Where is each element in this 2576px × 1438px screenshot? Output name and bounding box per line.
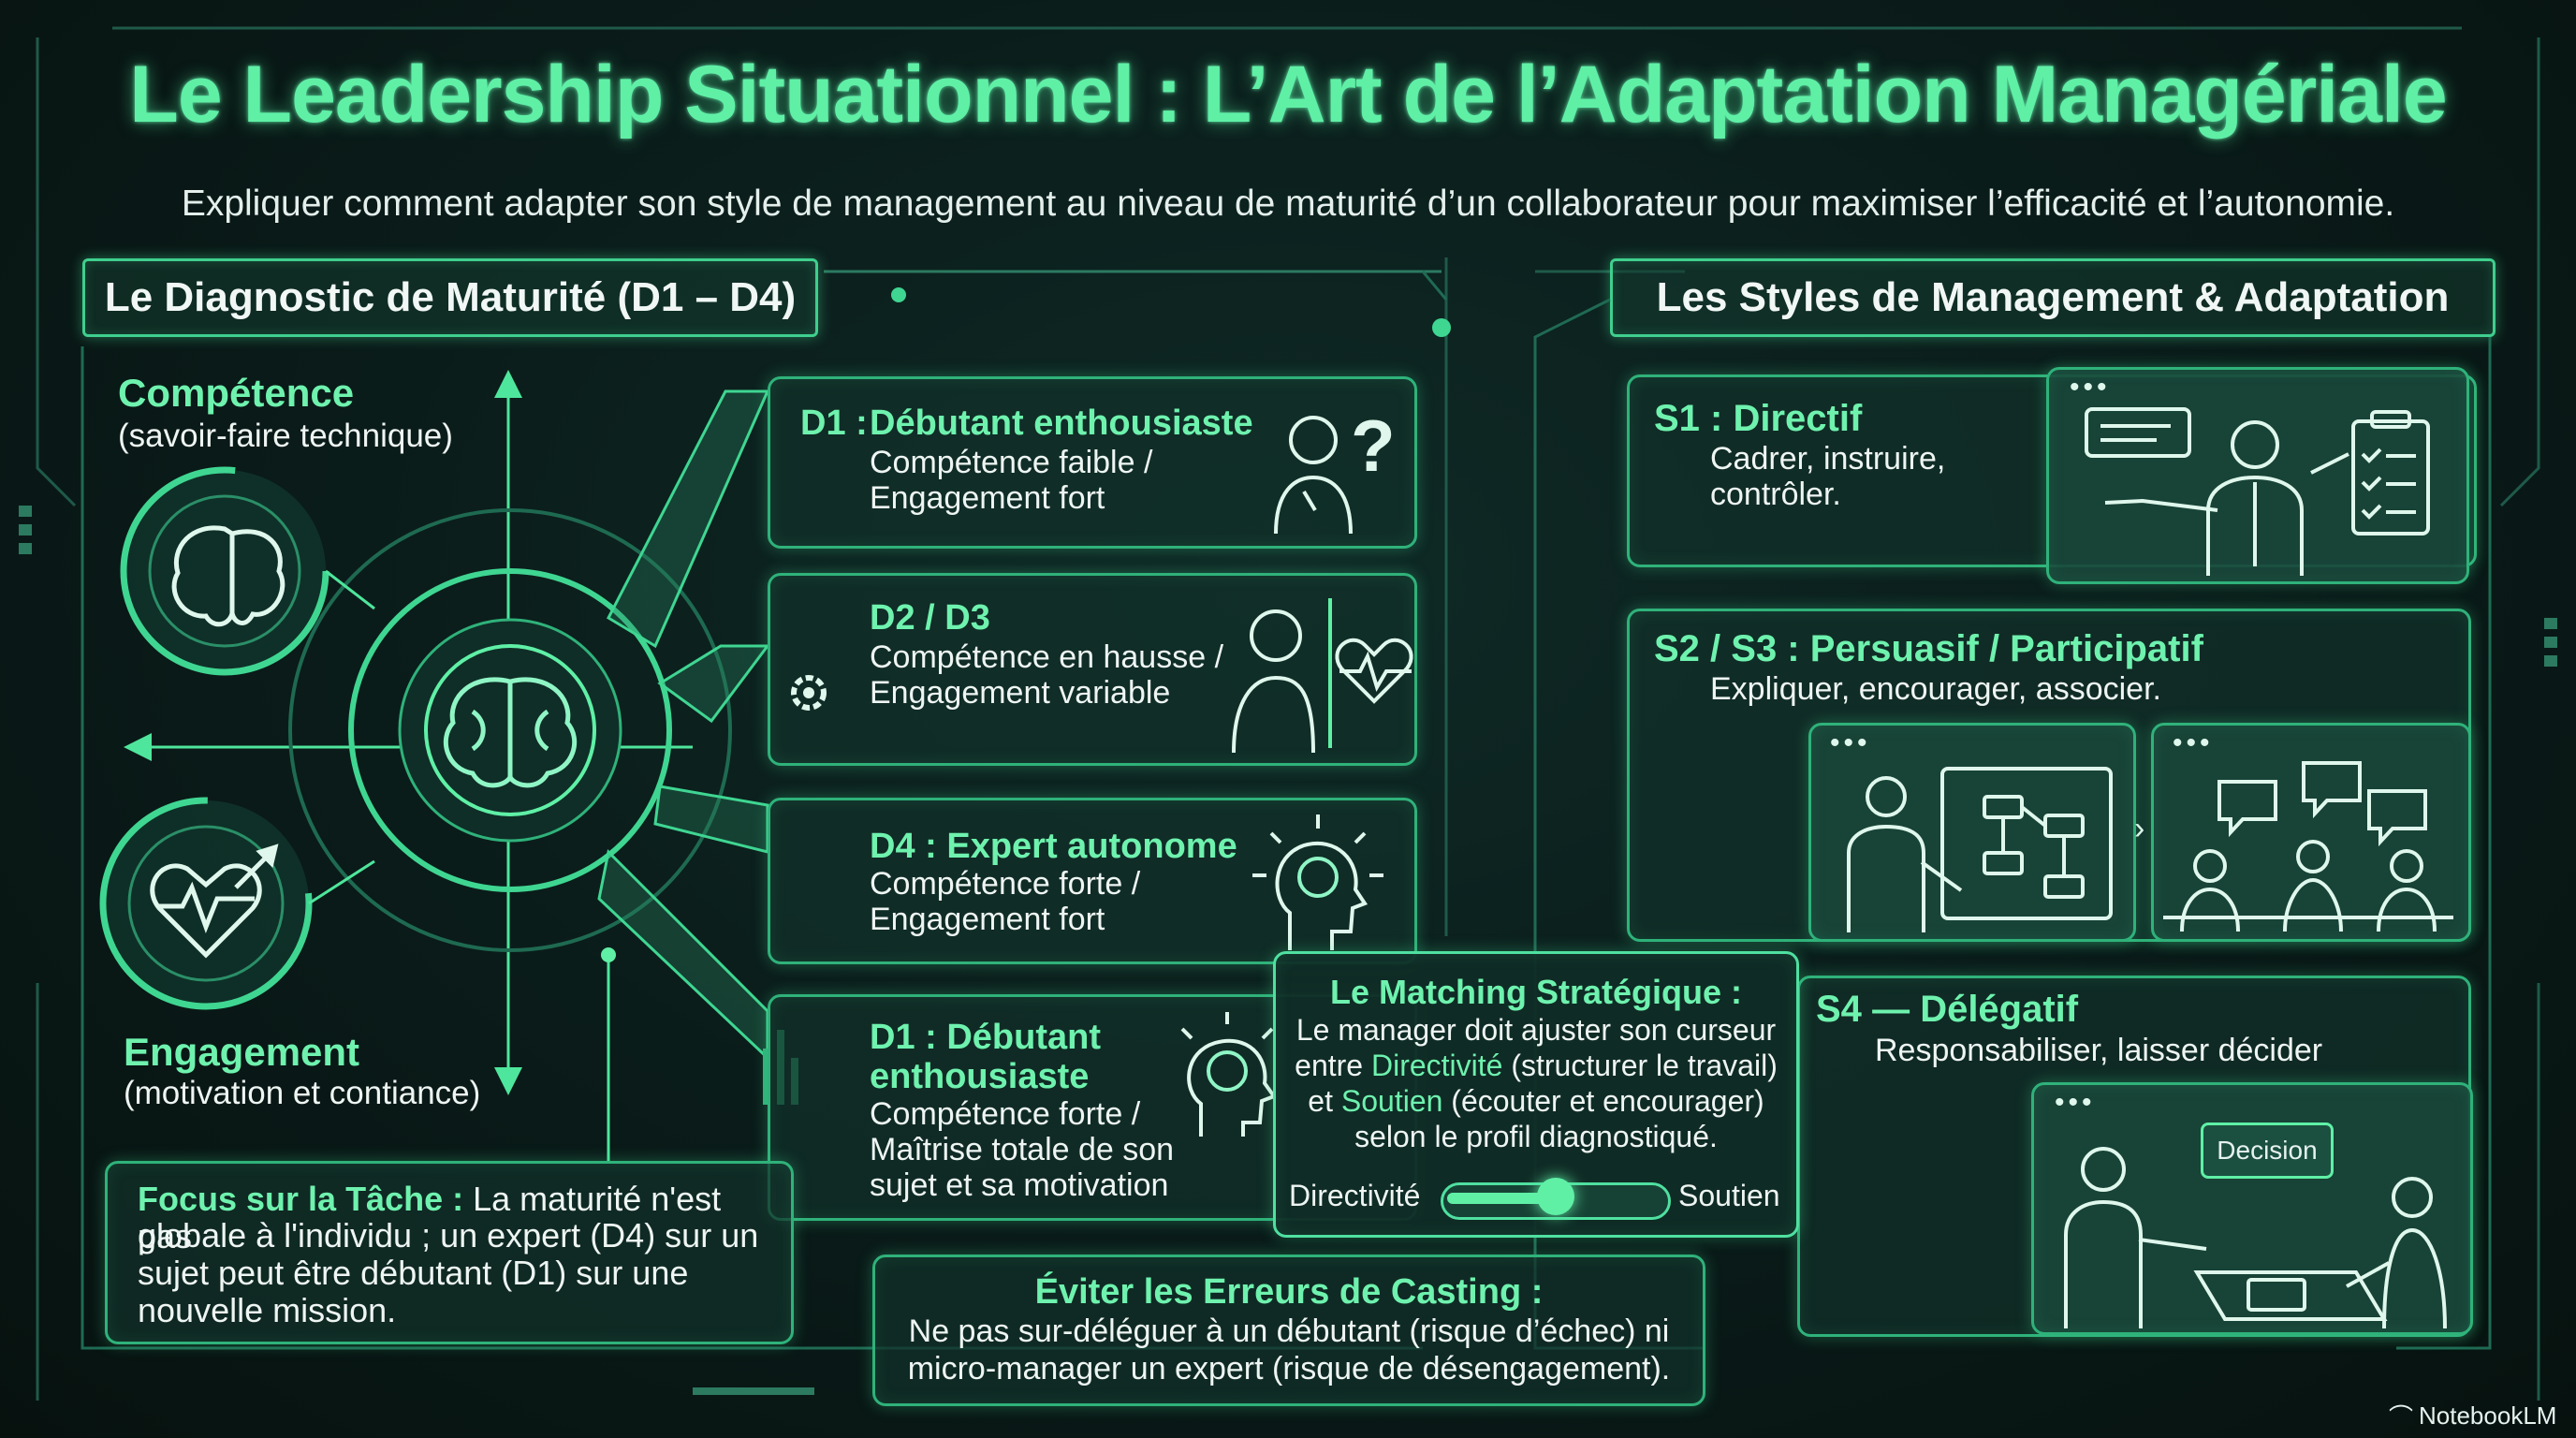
card-d1-line1: Compétence faible / [870,445,1153,480]
director-pointing-icon [2085,407,2430,576]
slider-fill [1447,1193,1552,1204]
card-d1-code: D1 : [800,404,868,443]
svg-text:?: ? [1351,404,1396,487]
card-d2d3-title: D2 / D3 [870,598,990,638]
matching-l2-post: (structurer le travail) [1511,1049,1778,1082]
card-d1-expert-line1: Compétence forte / [870,1096,1141,1132]
card-d1-title: Débutant enthousiaste [870,404,1253,443]
matching-l4: selon le profil diagnostiqué. [1354,1120,1718,1153]
s1-line2: contrôler. [1710,477,1841,512]
decision-label: Decision [2217,1136,2318,1165]
decision-sign: Decision [2201,1123,2334,1179]
matching-l1: Le manager doit ajuster son curseur [1295,1013,1777,1047]
brand-name: NotebookLM [2419,1401,2557,1430]
focus-l3: sujet peut être débutant (D1) sur une [138,1254,689,1292]
thinking-person-icon: ? [1274,404,1396,535]
competence-title: Compétence [118,371,355,415]
matching-l2-accent: Directivité [1370,1049,1503,1082]
matching-l3: et Soutien (écouter et encourager) [1276,1083,1796,1119]
s2-s3-arrow-icon: › [2134,811,2145,846]
card-d4: D4 : Expert autonome Compétence forte / … [768,798,1417,964]
slider-right-label: Soutien [1678,1179,1780,1212]
brand-icon: ⌒ [2389,1403,2414,1431]
card-d2d3-line1: Compétence en hausse / [870,639,1224,675]
axis-arrow-up-icon [494,370,522,398]
matching-l3-post: (écouter et encourager) [1451,1084,1764,1118]
s3-window-dots: ••• [2173,727,2214,758]
heart-engagement-icon [150,844,279,959]
s3-illustration-window: ••• [2151,723,2471,942]
person-heart-icon [1232,598,1413,754]
left-heading-text: Le Diagnostic de Maturité (D1 – D4) [104,274,797,320]
competence-desc: (savoir-faire technique) [118,418,453,454]
card-d1: D1 : Débutant enthousiaste Compétence fa… [768,376,1417,549]
presenter-flowchart-icon [1847,767,2113,932]
card-d1-line2: Engagement fort [870,480,1105,516]
s2-illustration-window: ••• [1808,723,2136,942]
slider-left-label: Directivité [1289,1179,1421,1212]
directivity-support-slider[interactable] [1441,1178,1671,1220]
card-d2d3: D2 / D3 Compétence en hausse / Engagemen… [768,573,1417,766]
card-d1-expert-line3: sujet et sa motivation [870,1167,1169,1203]
s2-window-dots: ••• [1830,727,1871,758]
page-subtitle: Expliquer comment adapter son style de m… [181,183,2395,224]
s4-name: Délégatif [1920,989,2079,1030]
mastery-head-icon [1180,1012,1278,1137]
focus-box: Focus sur la Tâche : La maturité n'est p… [105,1161,794,1344]
matching-l2: entre Directivité (structurer le travail… [1276,1048,1796,1083]
brain-competence-icon [171,525,285,627]
s4-dash: — [1872,989,1910,1030]
s1-window-dots: ••• [2070,372,2111,403]
card-d4-line2: Engagement fort [870,902,1105,937]
s1-line1: Cadrer, instruire, [1710,441,1946,477]
s2s3-desc: Expliquer, encourager, associer. [1710,671,2161,707]
slider-thumb[interactable] [1537,1178,1574,1215]
s1-title: S1 : Directif [1654,398,1863,439]
matching-title: Le Matching Stratégique : [1329,973,1743,1011]
s4-desc: Responsabiliser, laisser décider [1875,1033,2323,1068]
delegation-scene-icon [2064,1147,2447,1329]
team-discussion-icon [2163,761,2453,932]
s1-illustration-window: ••• [2046,367,2469,584]
brand-logo: ⌒ NotebookLM [2389,1399,2556,1433]
card-d1-expert-title-a: D1 : Débutant [870,1018,1101,1057]
focus-l4: nouvelle mission. [138,1291,397,1329]
axis-arrow-down-icon [494,1067,522,1095]
card-d4-line1: Compétence forte / [870,866,1141,902]
engagement-desc: (motivation et contiance) [124,1075,481,1111]
matching-l2-pre: entre [1295,1049,1364,1082]
right-section-heading: Les Styles de Management & Adaptation [1610,258,2496,337]
page-title: Le Leadership Situationnel : L’Art de l’… [129,50,2447,139]
engagement-title: Engagement [124,1030,360,1074]
errors-title: Éviter les Erreurs de Casting : [1034,1272,1544,1312]
matching-l3-accent: Soutien [1340,1084,1443,1118]
focus-l2: globale à l'individu ; un expert (D4) su… [138,1216,759,1255]
s2s3-title: S2 / S3 : Persuasif / Participatif [1654,628,2203,669]
brain-center-icon [443,677,578,788]
matching-l3-pre: et [1308,1084,1333,1118]
matching-box: Le Matching Stratégique : Le manager doi… [1273,951,1799,1238]
s4-title: S4 — Délégatif [1816,989,2078,1031]
axis-arrow-left-icon [124,733,152,761]
expert-head-icon [1252,814,1383,950]
errors-l2: micro-manager un expert (risque de désen… [907,1351,1671,1387]
focus-l1: La maturité n'est pas [138,1180,722,1255]
left-section-heading: Le Diagnostic de Maturité (D1 – D4) [82,258,818,337]
card-d1-expert-line2: Maîtrise totale de son [870,1132,1175,1167]
focus-label: Focus sur la Tâche : [138,1180,464,1218]
card-d1-expert-title-b: enthousiaste [870,1057,1090,1096]
errors-box: Éviter les Erreurs de Casting : Ne pas s… [872,1255,1705,1406]
errors-l1: Ne pas sur-déléguer à un débutant (risqu… [908,1313,1670,1349]
s4-window-dots: ••• [2055,1087,2096,1118]
card-d4-title: D4 : Expert autonome [870,827,1237,866]
s4-illustration-window: ••• Decision [2031,1082,2473,1335]
s4-code: S4 [1816,989,1862,1030]
card-d2d3-line2: Engagement variable [870,675,1171,711]
right-heading-text: Les Styles de Management & Adaptation [1656,274,2450,320]
gear-icon [791,675,827,711]
